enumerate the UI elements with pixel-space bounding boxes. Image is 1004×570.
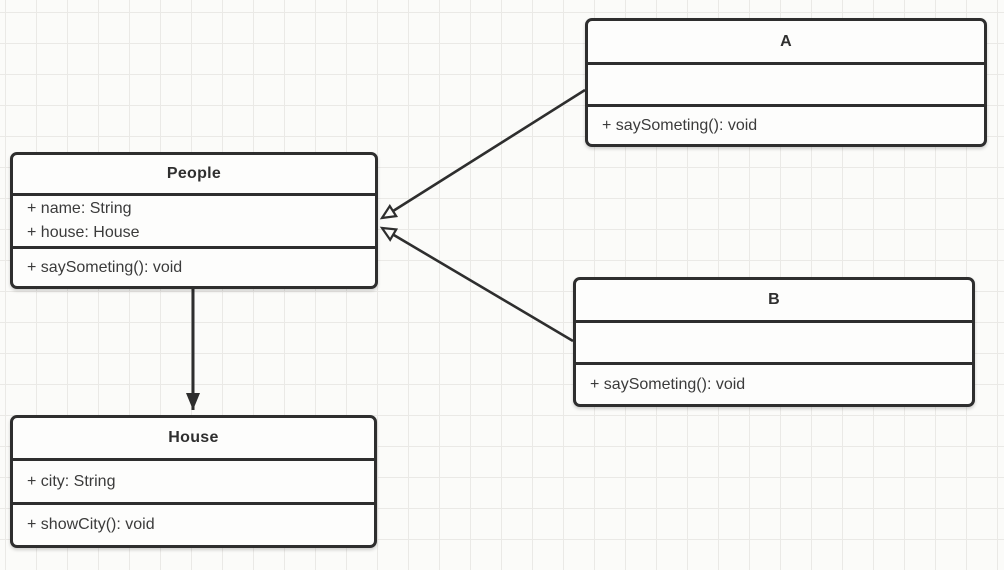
attribute: + house: House <box>27 224 140 241</box>
method: + saySometing(): void <box>602 116 758 134</box>
methods-section: + showCity(): void <box>13 502 374 545</box>
attributes-section: + city: String <box>13 458 374 502</box>
attributes-section <box>576 320 972 362</box>
uml-class-people[interactable]: People + name: String + house: House + s… <box>10 152 378 289</box>
methods-section: + saySometing(): void <box>576 362 972 404</box>
uml-class-house[interactable]: House + city: String + showCity(): void <box>10 415 377 548</box>
attributes-section: + name: String + house: House <box>13 193 375 246</box>
attributes-section <box>588 62 984 104</box>
method: + saySometing(): void <box>27 258 183 276</box>
class-title: A <box>780 32 792 50</box>
attribute: + name: String <box>27 200 132 217</box>
attribute: + city: String <box>27 472 116 490</box>
method: + showCity(): void <box>27 516 155 533</box>
generalization-arrow-b-to-people[interactable] <box>379 226 574 343</box>
generalization-arrow-a-to-people[interactable] <box>379 88 586 220</box>
class-title: People <box>166 165 222 182</box>
class-title: B <box>768 291 780 308</box>
method: + saySometing(): void <box>590 375 746 393</box>
uml-class-a[interactable]: A + saySometing(): void <box>585 18 987 147</box>
uml-class-b[interactable]: B + saySometing(): void <box>573 277 975 407</box>
class-title: House <box>168 429 219 446</box>
methods-section: + saySometing(): void <box>588 104 984 144</box>
methods-section: + saySometing(): void <box>13 246 375 286</box>
